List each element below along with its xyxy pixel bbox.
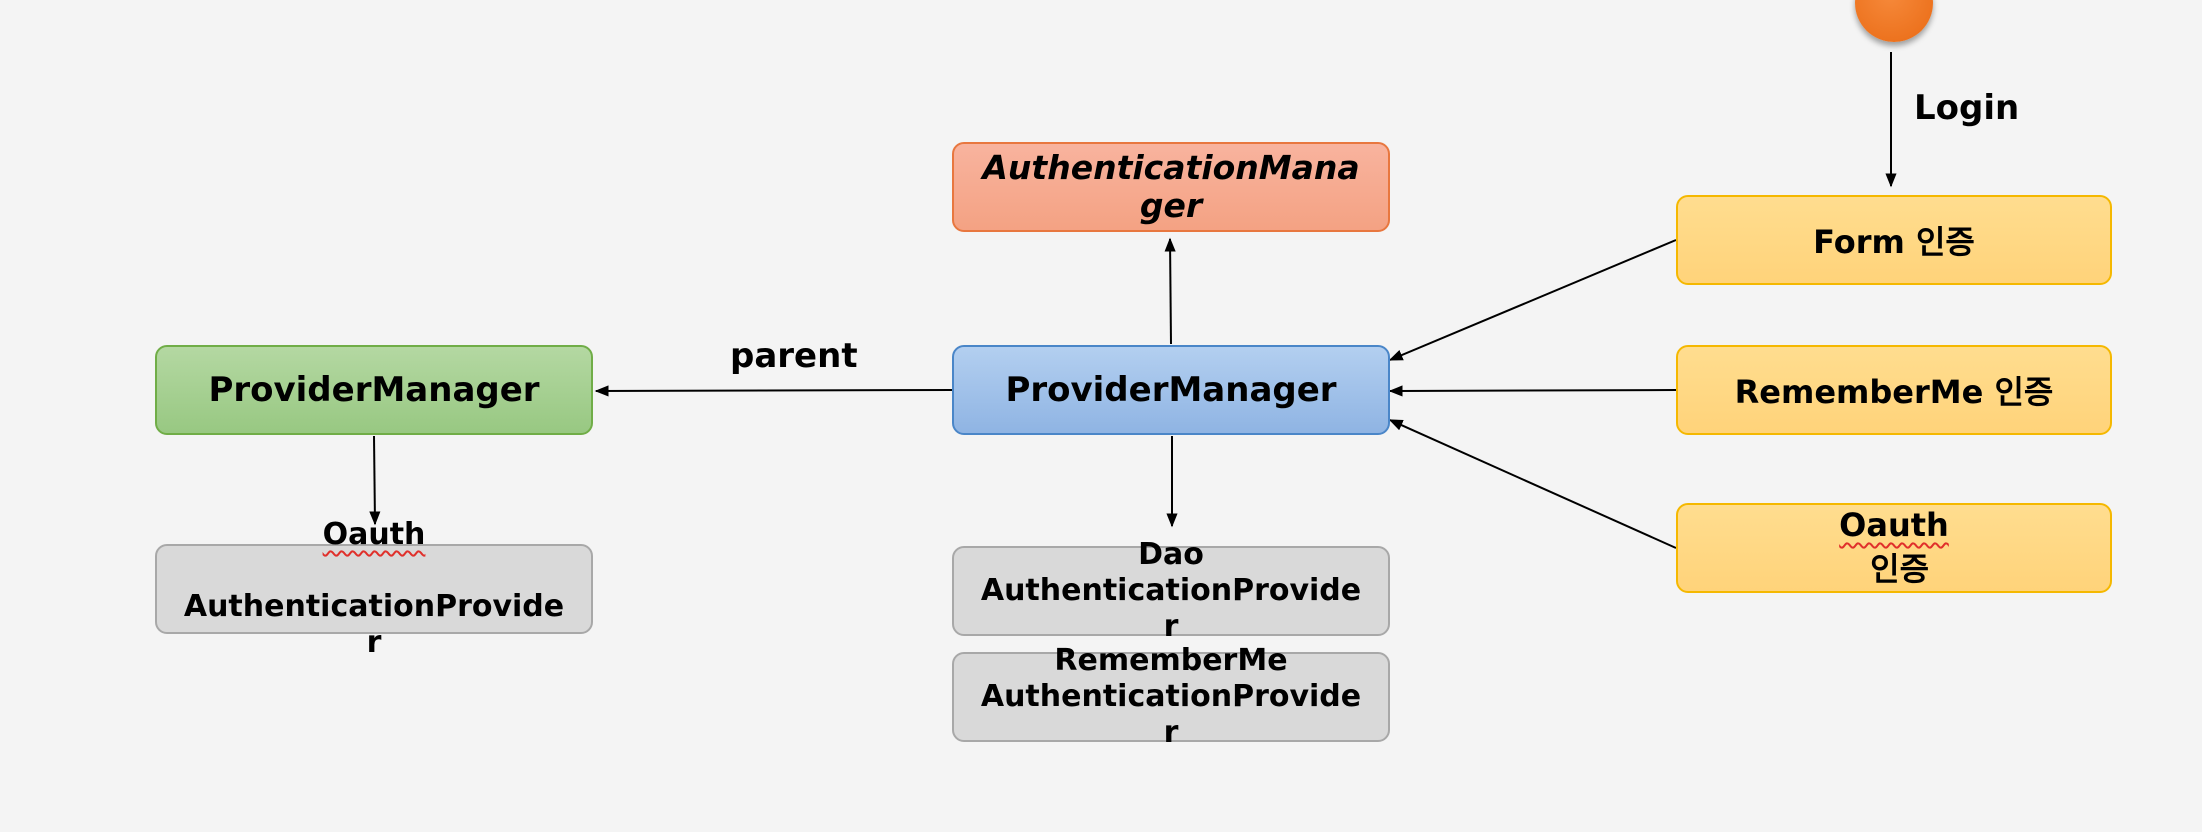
form-auth-box: Form 인증: [1676, 195, 2112, 285]
provider-manager-label: ProviderManager: [1005, 370, 1337, 410]
dao-provider-label: Dao AuthenticationProvide r: [980, 537, 1362, 644]
login-edge-label: Login: [1914, 88, 2020, 128]
arrow-parent: [594, 385, 953, 397]
arrow-rememberme-to-provider-manager: [1388, 385, 1677, 397]
rememberme-auth-box: RememberMe 인증: [1676, 345, 2112, 435]
rememberme-authentication-provider-box: RememberMe AuthenticationProvide r: [952, 643, 1390, 750]
dao-authentication-provider-box: Dao AuthenticationProvide r: [952, 537, 1390, 644]
arrow-oauth-to-provider-manager: [1388, 419, 1677, 549]
oauth-auth-box: Oauth 인증: [1676, 503, 2112, 593]
form-auth-label: Form 인증: [1813, 223, 1975, 261]
arrow-to-oauth-provider: [369, 435, 381, 526]
oauth-provider-prefix: Oauth: [322, 517, 426, 552]
parent-edge-label: parent: [730, 336, 858, 376]
rememberme-auth-label: RememberMe 인증: [1734, 373, 2054, 411]
oauth-auth-prefix: Oauth: [1839, 506, 1949, 544]
provider-manager-parent-label: ProviderManager: [208, 370, 540, 410]
oauth-auth-suffix: 인증: [1858, 550, 1930, 588]
provider-manager-box: ProviderManager: [952, 345, 1390, 435]
arrow-to-auth-manager: [1164, 237, 1176, 345]
provider-manager-parent-box: ProviderManager: [155, 345, 593, 435]
authentication-manager-label: AuthenticationMana ger: [982, 148, 1360, 225]
oauth-authentication-provider-box: Oauth AuthenticationProvide r: [155, 517, 593, 660]
arrow-form-to-provider-manager: [1388, 239, 1677, 361]
rememberme-provider-label: RememberMe AuthenticationProvide r: [980, 643, 1362, 750]
oauth-provider-rest: AuthenticationProvide r: [183, 589, 565, 660]
authentication-manager-box: AuthenticationMana ger: [952, 142, 1390, 232]
